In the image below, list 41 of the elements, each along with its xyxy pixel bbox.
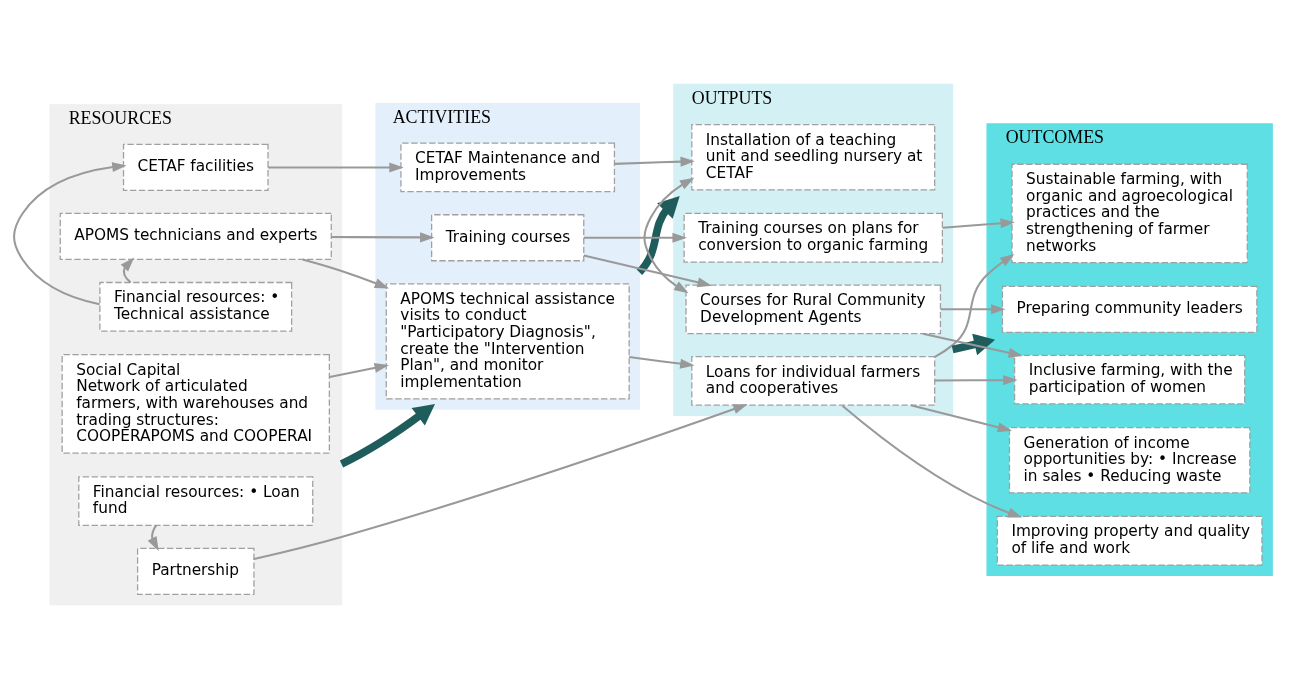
arrow — [942, 217, 1015, 229]
arrow — [841, 404, 1023, 517]
node-box: Installation of a teaching unit and seedling nursery at CETAF — [691, 123, 936, 190]
node-box: CETAF facilities — [122, 143, 269, 191]
arrow — [331, 231, 435, 242]
arrow — [147, 524, 159, 551]
node-box: Social Capital Network of articulated farmers, with warehouses and trading structures: COOPERAPOMS and COOPERAI — [61, 353, 330, 454]
arrow — [583, 253, 712, 287]
arrow — [583, 232, 687, 243]
node-box: Preparing community leaders — [1001, 285, 1258, 333]
arrow — [329, 362, 389, 378]
arrow — [951, 333, 996, 355]
node-box: Generation of income opportunities by: • Increase in sales • Reducing waste — [1008, 426, 1251, 493]
arrow — [934, 374, 1018, 385]
arrow — [302, 258, 390, 288]
node-box: Loans for individual farmers and cooperatives — [691, 355, 936, 406]
node-box: CETAF Maintenance and Improvements — [400, 142, 616, 192]
node-box: Courses for Rural Community Development Agents — [685, 283, 942, 334]
arrow — [339, 403, 435, 467]
arrow — [629, 355, 695, 369]
arrow — [910, 403, 1012, 432]
node-box: Inclusive farming, with the participation of women — [1013, 354, 1246, 405]
node-box: Financial resources: • Loan fund — [78, 475, 314, 526]
arrow — [934, 253, 1015, 358]
node-box: Financial resources: • Technical assistance — [99, 281, 293, 332]
arrow — [922, 332, 1023, 358]
arrow — [120, 257, 135, 283]
arrow — [253, 403, 748, 560]
node-box: Improving property and quality of life and work — [996, 515, 1263, 566]
arrow — [940, 303, 1006, 314]
node-box: Training courses — [431, 213, 585, 261]
node-box: Sustainable farming, with organic and agroecological practices and the strengthening of farmer networks — [1011, 163, 1248, 263]
node-box: APOMS technical assistance visits to conduct "Participatory Diagnosis", create the "Intervention Plan", and monitor implementation — [385, 282, 630, 399]
arrow — [614, 156, 695, 167]
node-box: Partnership — [136, 547, 255, 595]
node-box: APOMS technicians and experts — [59, 212, 332, 260]
arrow — [643, 177, 695, 293]
node-box: Training courses on plans for conversion to organic farming — [683, 212, 943, 263]
arrow — [13, 161, 127, 305]
arrow — [636, 195, 680, 275]
arrow — [268, 161, 404, 172]
